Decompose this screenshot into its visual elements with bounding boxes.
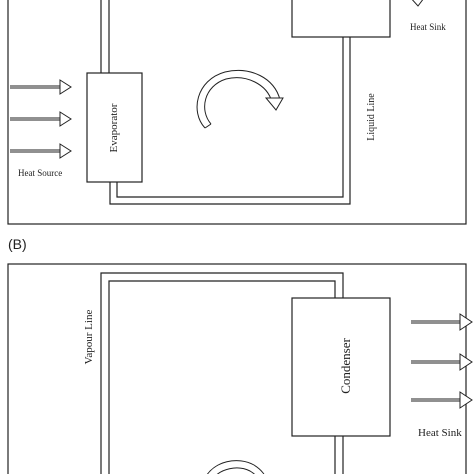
right-arrow-icon: [411, 0, 424, 7]
panel-b-frame: [7, 263, 467, 474]
circular-arrow-icon: [196, 70, 284, 129]
panel-b-condenser-label: Condenser: [338, 338, 353, 394]
right-arrow-icon: [10, 143, 72, 159]
right-arrow-icon: [411, 313, 473, 331]
panel-b-vapour-line-label: Vapour Line: [83, 310, 95, 365]
panel-a-liquid-line-pipe: [100, 0, 351, 205]
panel-a-evaporator-label: Evaporator: [108, 103, 120, 152]
panel-a-evaporator: [86, 72, 143, 183]
panel-a: Evaporator Heat Source Heat Si: [7, 0, 467, 225]
right-arrow-icon: [411, 391, 473, 409]
circular-arrow-icon: [207, 460, 265, 474]
panel-b: Condenser Vapour Line Heat Sink: [7, 263, 473, 474]
panel-b-vapour-line-pipe: [100, 272, 344, 474]
panel-b-heat-sink-label: Heat Sink: [418, 427, 462, 439]
panel-a-heat-source-arrows: [10, 79, 72, 159]
right-arrow-icon: [411, 353, 473, 371]
panel-a-frame: [7, 0, 467, 225]
panel-a-heat-sink-label: Heat Sink: [410, 22, 446, 32]
panel-b-heat-sink-arrows: [411, 313, 473, 409]
right-arrow-icon: [10, 111, 72, 127]
panel-b-label: (B): [8, 236, 27, 252]
panel-b-condenser: [291, 297, 391, 437]
panel-a-liquid-line-label: Liquid Line: [366, 93, 377, 141]
panel-a-condenser: [291, 0, 391, 38]
right-arrow-icon: [10, 79, 72, 95]
panel-a-heat-source-label: Heat Source: [18, 168, 62, 178]
